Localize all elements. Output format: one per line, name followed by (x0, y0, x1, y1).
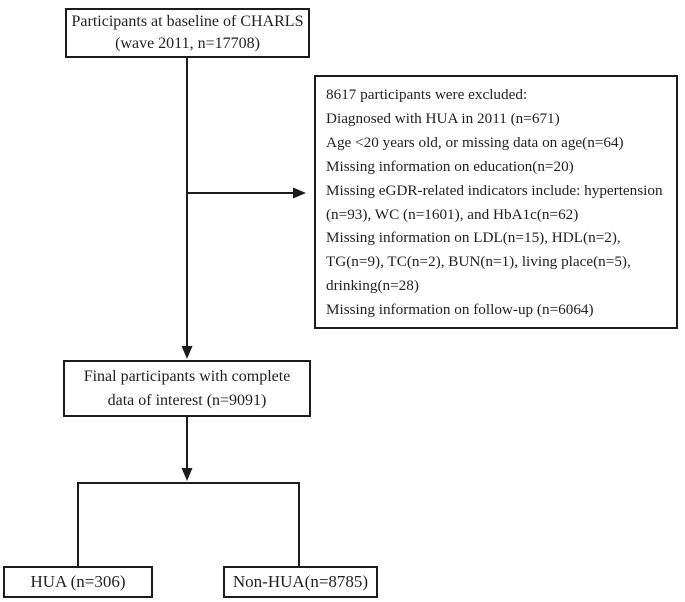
excluded-line: Age <20 years old, or missing data on ag… (326, 133, 624, 151)
excluded-line: TG(n=9), TC(n=2), BUN(n=1), living place… (326, 253, 631, 271)
arrowhead-down-branch-icon (181, 468, 193, 481)
final-line2: data of interest (n=9091) (107, 391, 267, 409)
excluded-line: 8617 participants were excluded: (326, 86, 528, 103)
excluded-line: (n=93), WC (n=1601), and HbA1c(n=62) (326, 205, 579, 223)
excluded-line: Missing information on education(n=20) (326, 157, 574, 175)
final-line1: Final participants with complete (83, 367, 291, 385)
arrowhead-right-excluded-icon (293, 187, 306, 199)
excluded-box: 8617 participants were excluded: Diagnos… (314, 75, 678, 329)
excluded-line: drinking(n=28) (326, 277, 419, 295)
excluded-line: Diagnosed with HUA in 2011 (n=671) (326, 109, 560, 127)
non-hua-box: Non-HUA(n=8785) (223, 566, 378, 598)
excluded-line: Missing eGDR-related indicators include:… (326, 181, 663, 199)
final-box: Final participants with complete data of… (63, 360, 311, 417)
hua-label: HUA (n=306) (30, 572, 126, 591)
hua-box: HUA (n=306) (3, 566, 153, 598)
arrowhead-down-final-icon (181, 346, 193, 359)
baseline-line1: Participants at baseline of CHARLS (71, 13, 304, 30)
excluded-line: Missing information on LDL(n=15), HDL(n=… (326, 229, 621, 247)
baseline-line2: (wave 2011, n=17708) (115, 35, 260, 52)
baseline-box: Participants at baseline of CHARLS (wave… (65, 8, 310, 58)
non-hua-label: Non-HUA(n=8785) (232, 572, 369, 591)
excluded-line: Missing information on follow-up (n=6064… (326, 301, 594, 319)
